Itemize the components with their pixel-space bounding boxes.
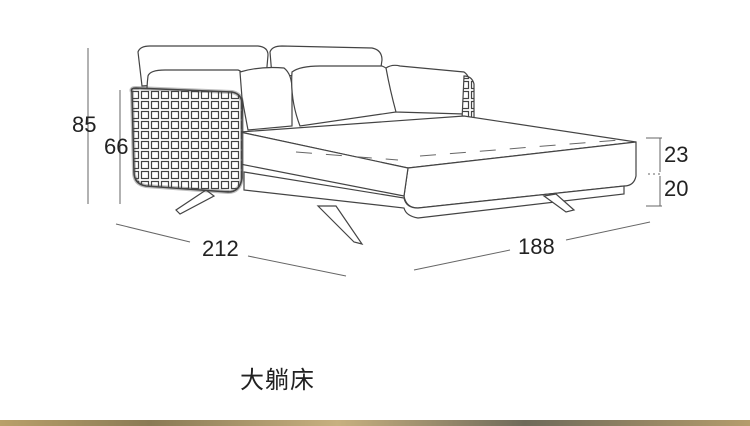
dim-line-212-right (247, 255, 347, 277)
dim-label-cushion-height: 23 (664, 142, 688, 167)
dim-label-total-height: 85 (72, 112, 96, 137)
leg-back-left (175, 189, 216, 215)
dim-line-188-right (565, 221, 651, 241)
dim-label-back-height: 66 (104, 134, 128, 159)
back-frame-right (461, 75, 475, 121)
dim-label-base-height: 20 (664, 176, 688, 201)
bottom-photo-strip (0, 420, 750, 426)
pillow-4 (385, 64, 471, 115)
pillow-3 (291, 65, 397, 127)
leg-right (542, 193, 576, 213)
leg-front (316, 205, 364, 245)
seat-dashes (295, 139, 621, 161)
dim-line-188-left (413, 249, 511, 271)
pillow-2 (239, 66, 293, 131)
dim-label-width: 212 (202, 236, 239, 261)
left-woven-panel (129, 85, 244, 195)
legs (175, 189, 576, 245)
dim-label-depth: 188 (518, 234, 555, 259)
product-caption: 大躺床 (240, 366, 315, 394)
dim-line-212-left (115, 223, 191, 243)
dimension-lines (87, 48, 662, 277)
